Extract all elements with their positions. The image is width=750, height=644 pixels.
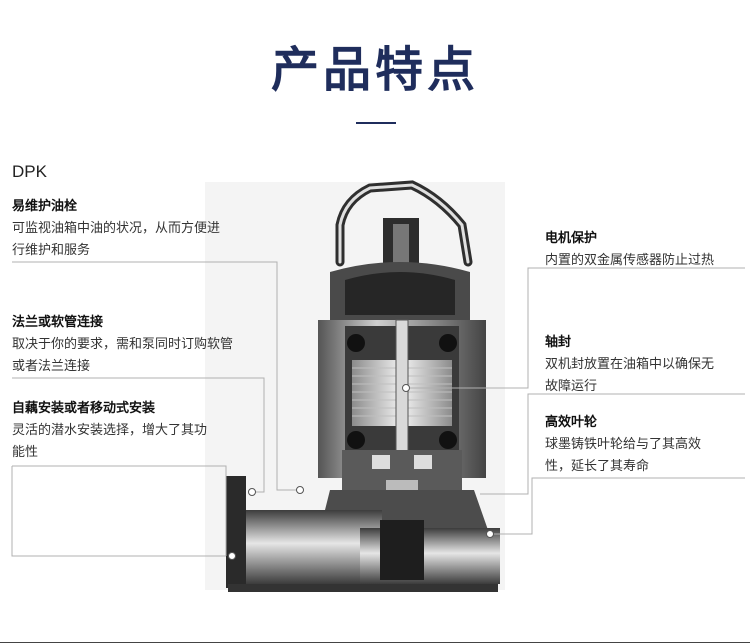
feature-desc-line: 内置的双金属传感器防止过热 (545, 253, 715, 268)
feature-shaft-seal: 轴封 双机封放置在油箱中以确保无 故障运行 (545, 332, 745, 398)
pump-base (228, 584, 498, 592)
page-title: 产品特点 (270, 42, 479, 98)
feature-impeller: 高效叶轮 球墨铸铁叶轮给与了其高效 性，延长了其寿命 (545, 412, 745, 478)
model-label: DPK (12, 162, 47, 181)
leader-lines-right (406, 267, 745, 535)
install-marker (228, 552, 236, 560)
feature-desc-line: 或者法兰连接 (12, 359, 91, 374)
feature-desc-line: 行维护和服务 (12, 243, 91, 258)
leader-lines-left (11, 261, 300, 557)
upper-bearing-right (439, 334, 457, 352)
feature-title: 电机保护 (545, 231, 598, 246)
discharge-flange (226, 476, 246, 588)
bottom-divider (0, 642, 750, 643)
feature-title: 高效叶轮 (545, 415, 598, 430)
upper-bearing-left (347, 334, 365, 352)
feature-oil-plug: 易维护油栓 可监视油箱中油的状况，从而方便进 行维护和服务 (12, 196, 262, 262)
lower-bearing-left (347, 431, 365, 449)
feature-desc-line: 性，延长了其寿命 (545, 459, 650, 474)
feature-title: 法兰或软管连接 (12, 315, 104, 330)
feature-title: 易维护油栓 (12, 199, 78, 214)
discharge-pipe (232, 510, 382, 584)
motor-protection-marker (402, 384, 410, 392)
oil-plug-marker (296, 486, 304, 494)
feature-desc-line: 能性 (12, 445, 39, 460)
feature-desc-line: 可监视油箱中油的状况，从而方便进 (12, 221, 221, 236)
feature-title: 自藕安装或者移动式安装 (12, 401, 156, 416)
feature-desc-line: 双机封放置在油箱中以确保无 (545, 357, 715, 372)
impeller (380, 520, 424, 580)
feature-desc-line: 取决于你的要求，需和泵同时订购软管 (12, 337, 234, 352)
lower-bearing-right (439, 431, 457, 449)
feature-desc-line: 故障运行 (545, 379, 598, 394)
feature-installation: 自藕安装或者移动式安装 灵活的潜水安装选择，增大了其功 能性 (12, 398, 262, 464)
feature-desc-line: 球墨铸铁叶轮给与了其高效 (545, 437, 702, 452)
feature-desc-line: 灵活的潜水安装选择，增大了其功 (12, 423, 208, 438)
feature-flange-hose: 法兰或软管连接 取决于你的要求，需和泵同时订购软管 或者法兰连接 (12, 312, 262, 378)
feature-title: 轴封 (545, 335, 572, 350)
feature-motor-protection: 电机保护 内置的双金属传感器防止过热 (545, 228, 745, 272)
impeller-marker (486, 530, 494, 538)
flange-marker (248, 488, 256, 496)
title-underline (356, 122, 396, 124)
